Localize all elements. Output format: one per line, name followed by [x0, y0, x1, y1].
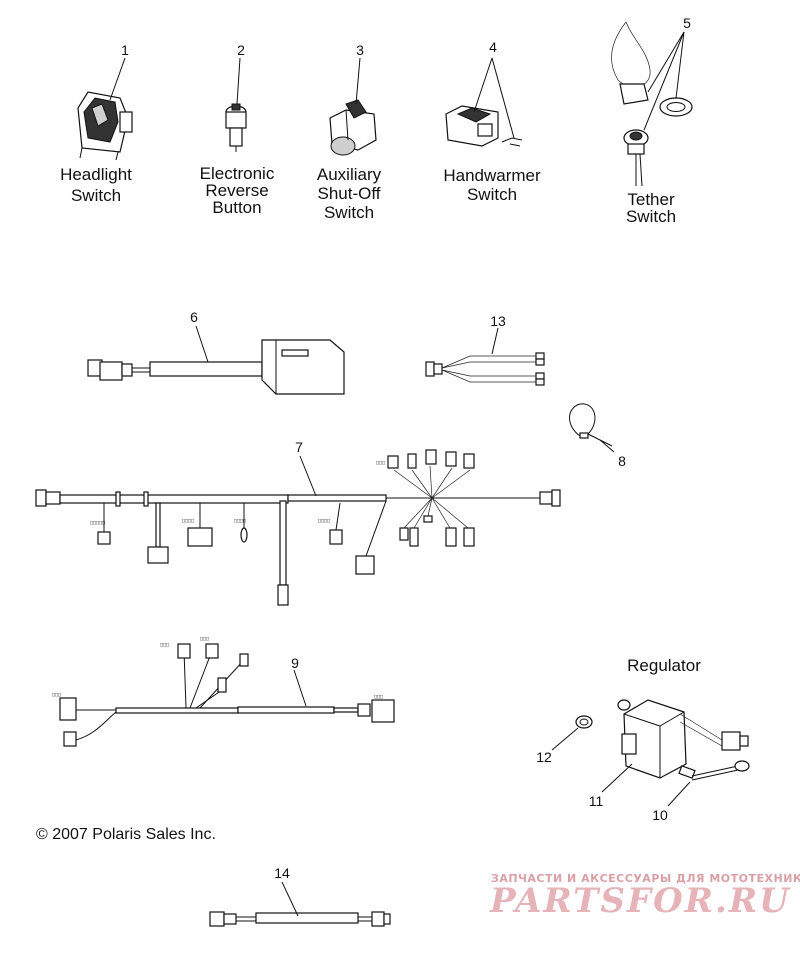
- cable-tie-illustration: [569, 403, 613, 447]
- label-handwarmer-2: Switch: [467, 185, 517, 204]
- headlight-switch-illustration: [77, 91, 133, 161]
- harness-13-illustration: [425, 352, 545, 386]
- leader-line-12: [551, 727, 579, 751]
- label-reverse-button-2: Reverse: [205, 181, 268, 200]
- leader-line-8: [599, 439, 615, 453]
- label-reverse-button-1: Electronic: [200, 164, 275, 183]
- svg-text:□□□□: □□□□: [234, 518, 246, 524]
- leader-line-2: [236, 57, 241, 105]
- leader-line-5b: [675, 31, 685, 99]
- leader-line-5c: [643, 31, 685, 131]
- regulator-illustration: [617, 699, 749, 779]
- label-aux-switch-2: Shut-Off: [318, 184, 381, 203]
- svg-text:□□□: □□□: [200, 636, 209, 642]
- callout-11: 11: [589, 793, 604, 809]
- svg-text:□□□□□: □□□□□: [90, 520, 105, 526]
- leader-line-1: [109, 57, 126, 101]
- label-headlight-switch-2: Switch: [71, 186, 121, 205]
- label-tether-switch-2: Switch: [626, 207, 676, 226]
- leader-line-6: [195, 325, 209, 363]
- callout-7: 7: [295, 439, 303, 455]
- leader-line-14: [281, 881, 299, 917]
- svg-text:□□□: □□□: [374, 694, 383, 700]
- nut-12-illustration: [575, 715, 593, 729]
- svg-text:□□□: □□□: [376, 460, 385, 466]
- harness-6-illustration: [87, 339, 345, 395]
- callout-5: 5: [683, 15, 691, 31]
- callout-12: 12: [536, 749, 552, 765]
- leader-line-10: [667, 781, 691, 807]
- callout-6: 6: [190, 309, 198, 325]
- callout-4: 4: [489, 39, 497, 55]
- regulator-title: Regulator: [627, 656, 701, 675]
- leader-line-7: [299, 455, 317, 497]
- svg-text:□□□□: □□□□: [182, 518, 194, 524]
- callout-8: 8: [618, 453, 626, 469]
- label-aux-switch-1: Auxiliary: [317, 165, 382, 184]
- leader-line-4a: [473, 57, 493, 113]
- harness-14-illustration: [209, 911, 391, 927]
- watermark-logo: PARTSFOR.RU: [489, 881, 791, 921]
- svg-text:□□□: □□□: [52, 692, 61, 698]
- label-tether-switch-1: Tether: [627, 190, 675, 209]
- leader-line-11: [601, 763, 633, 793]
- bolt-10-illustration: [678, 760, 750, 781]
- leader-line-3: [355, 57, 361, 105]
- callout-14: 14: [274, 865, 290, 881]
- leader-line-13: [491, 327, 499, 355]
- callout-13: 13: [490, 313, 506, 329]
- callout-2: 2: [237, 42, 245, 58]
- electronic-reverse-button-illustration: [225, 103, 247, 152]
- label-handwarmer-1: Handwarmer: [443, 166, 541, 185]
- svg-text:□□□: □□□: [160, 642, 169, 648]
- harness-9-illustration: □□□ □□□ □□□ □□□: [52, 636, 395, 747]
- leader-line-9: [293, 669, 307, 707]
- watermark-tagline: ЗАПЧАСТИ И АКСЕССУАРЫ ДЛЯ МОТОТЕХНИКИ: [491, 872, 800, 885]
- copyright-notice: © 2007 Polaris Sales Inc.: [36, 826, 216, 843]
- leader-line-5a: [647, 31, 685, 93]
- auxiliary-shutoff-switch-illustration: [329, 99, 377, 156]
- label-reverse-button-3: Button: [212, 198, 261, 217]
- callout-3: 3: [356, 42, 364, 58]
- leader-line-4b: [491, 57, 515, 139]
- callout-9: 9: [291, 655, 299, 671]
- label-aux-switch-3: Switch: [324, 203, 374, 222]
- svg-text:□□□□: □□□□: [318, 518, 330, 524]
- main-harness-7-illustration: □□□□□ □□□□ □□□□ □□□ □□□□: [35, 449, 561, 606]
- callout-1: 1: [121, 42, 129, 58]
- handwarmer-switch-illustration: [445, 105, 523, 147]
- tether-switch-illustration: [611, 21, 693, 187]
- callout-10: 10: [652, 807, 668, 823]
- label-headlight-switch-1: Headlight: [60, 165, 132, 184]
